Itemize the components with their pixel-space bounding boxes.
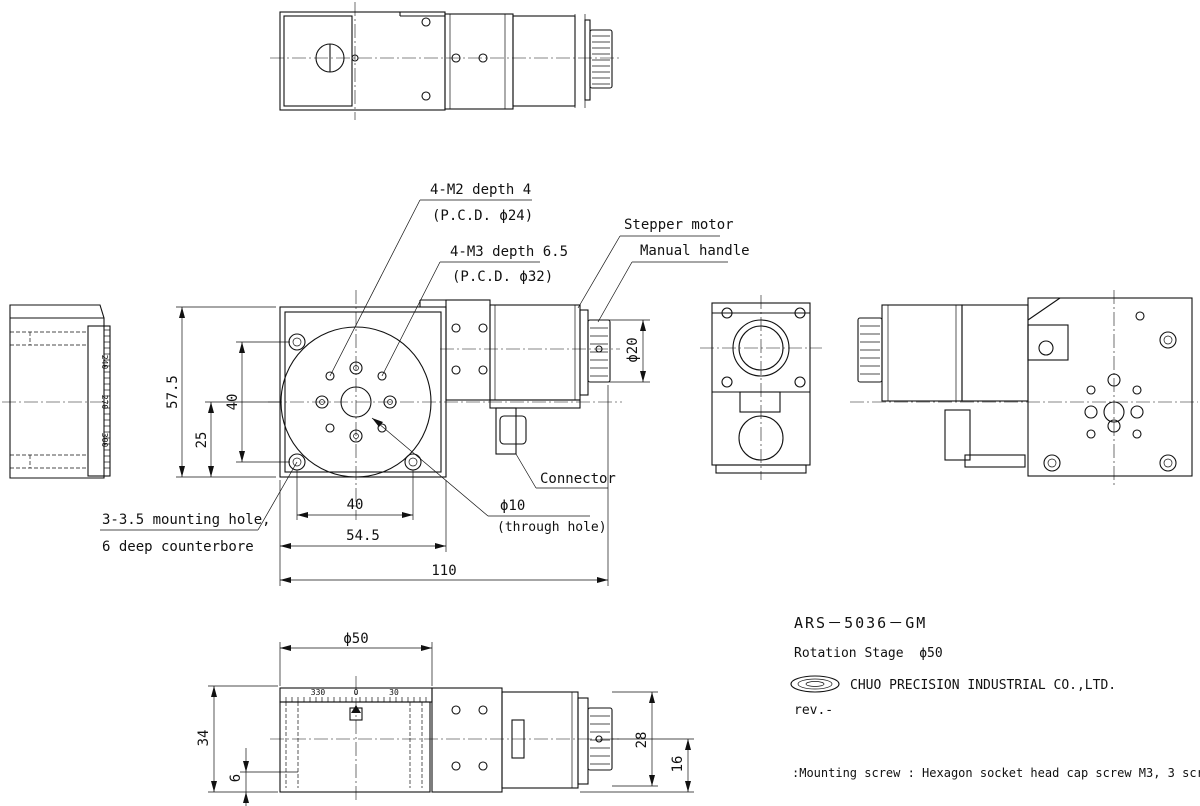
callout-m3: 4-M3 depth 6.5 [450, 244, 568, 260]
plan-view [268, 290, 622, 520]
top-knurl [592, 35, 610, 85]
dim-110: 110 [431, 563, 456, 579]
callout-m3-pcd: (P.C.D. ϕ32) [452, 269, 553, 285]
dim-40-horizontal: 40 [347, 497, 364, 513]
mounting-screw-note: :Mounting screw : Hexagon socket head ca… [792, 766, 1200, 780]
front-scale-label-0: 0 [354, 688, 359, 697]
dim-57-5: 57.5 [165, 375, 181, 409]
model-number: ARS－5036－GM [794, 614, 927, 632]
left-scale-label-300: 300 [100, 433, 109, 448]
dim-phi50: ϕ50 [343, 631, 368, 647]
dim-6: 6 [228, 774, 244, 782]
dim-34: 34 [196, 730, 212, 747]
front-view [270, 676, 620, 800]
top-view [270, 2, 620, 120]
dim-phi20: ϕ20 [625, 337, 641, 362]
callout-mounting-hole: 3-3.5 mounting hole, [102, 512, 271, 528]
left-scale-ticks [104, 329, 110, 469]
callout-m2-pcd: (P.C.D. ϕ24) [432, 208, 533, 224]
product-name: Rotation Stage ϕ50 [794, 646, 943, 661]
dim-54-5: 54.5 [346, 528, 380, 544]
callout-connector: Connector [540, 471, 616, 487]
front-scale-ticks [285, 697, 427, 702]
callout-manual-handle: Manual handle [640, 243, 750, 259]
dim-16: 16 [670, 756, 686, 773]
dim-40-vertical: 40 [225, 394, 241, 411]
bottom-view [850, 290, 1198, 486]
front-scale-label-30: 30 [389, 688, 399, 697]
callout-through-hole: (through hole) [497, 520, 607, 535]
callout-counterbore: 6 deep counterbore [102, 539, 254, 555]
front-dimensions [208, 642, 694, 806]
title-block: ARS－5036－GM Rotation Stage ϕ50 CHUO PREC… [790, 614, 1200, 780]
left-side-view [2, 304, 112, 479]
callout-phi10: ϕ10 [500, 498, 525, 514]
company-logo [790, 675, 840, 693]
dim-28: 28 [634, 732, 650, 749]
revision: rev.- [794, 703, 833, 718]
leader-lines [100, 199, 728, 531]
company-name: CHUO PRECISION INDUSTRIAL CO.,LTD. [850, 678, 1116, 693]
dim-25: 25 [194, 432, 210, 449]
callout-stepper-motor: Stepper motor [624, 217, 734, 233]
left-scale-label-270: 270 [100, 395, 109, 410]
left-scale-label-240: 240 [100, 355, 109, 370]
end-view [700, 295, 822, 480]
front-scale-label-330: 330 [311, 688, 326, 697]
callout-m2: 4-M2 depth 4 [430, 182, 531, 198]
plan-dimensions [176, 306, 650, 586]
